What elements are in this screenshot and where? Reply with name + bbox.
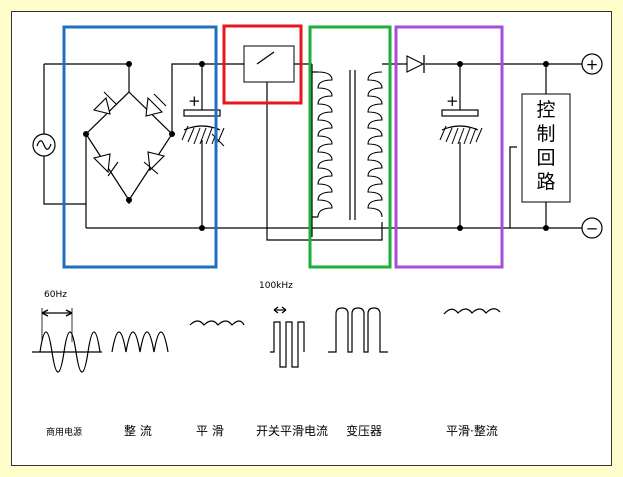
transformer-stage-box (308, 25, 392, 269)
ac-frequency-label: 60Hz (44, 290, 67, 300)
output-stage-box (394, 25, 504, 269)
transformer-symbol (317, 70, 383, 220)
waveform-output (443, 308, 501, 315)
capacitor-plus-right: + (446, 92, 459, 110)
waveform-smoothed (189, 320, 245, 326)
label-smooth: 平 滑 (196, 424, 224, 438)
waveform-transformer (328, 307, 388, 353)
diagram-canvas: + + 控 制 回 路 + − (11, 11, 612, 466)
bridge-diodes (92, 91, 167, 177)
output-diode (406, 55, 425, 73)
control-char-3: 回 (536, 147, 555, 169)
switch-frequency-label: 100kHz (259, 281, 293, 291)
waveform-rectified (111, 331, 169, 353)
capacitor-plus-left: + (188, 92, 201, 110)
junction-dots (83, 61, 549, 231)
waveform-ac: 60Hz (32, 290, 102, 373)
switch-stage-box (222, 24, 303, 105)
control-circuit-block: 控 制 回 路 (521, 93, 571, 203)
label-switching-current: 开关平滑电流 (256, 424, 328, 438)
control-char-1: 控 (536, 99, 555, 121)
ac-source-icon (32, 133, 56, 157)
output-terminals: + − (581, 53, 603, 239)
label-transformer: 变压器 (346, 423, 382, 438)
label-commercial-power: 商用电源 (46, 426, 82, 438)
rectifier-stage-box (62, 25, 218, 269)
switch-symbol (243, 45, 295, 83)
smoothing-capacitor: + (181, 92, 225, 147)
control-char-2: 制 (536, 123, 555, 145)
label-smooth-rectify: 平滑·整流 (446, 423, 498, 438)
output-capacitor: + (439, 92, 483, 145)
negative-terminal-icon (581, 217, 603, 239)
label-rectify: 整 流 (124, 423, 152, 438)
positive-terminal-icon (581, 53, 603, 75)
negative-terminal-label: − (586, 220, 599, 238)
control-char-4: 路 (536, 171, 555, 193)
positive-terminal-label: + (586, 56, 599, 74)
waveform-switching: 100kHz (259, 281, 305, 368)
stage-labels: 商用电源 整 流 平 滑 开关平滑电流 变压器 平滑·整流 (46, 423, 498, 438)
circuit-diagram: + + 控 制 回 路 + − (32, 24, 603, 438)
